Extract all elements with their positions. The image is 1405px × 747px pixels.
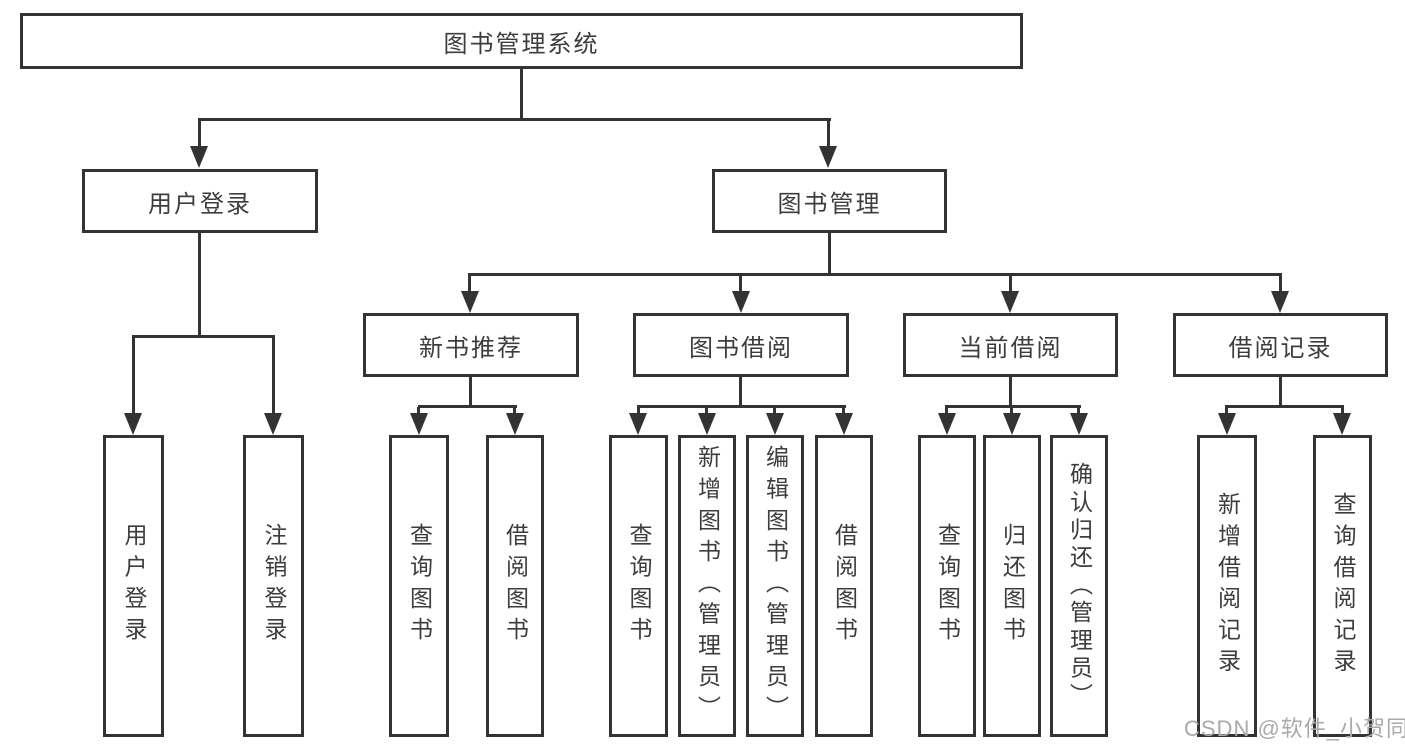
edge-user-login-stem [198, 233, 201, 337]
node-edit-books-admin-label: 编辑图书（管理员） [762, 445, 789, 727]
node-current-borrowing-label: 当前借阅 [958, 334, 1063, 362]
arrowhead-borrow-records-icon [1271, 291, 1289, 313]
node-logout-action-label: 注销登录 [261, 523, 287, 649]
edge-stub-borrow-books-borrow [842, 407, 845, 415]
arrowhead-confirm-return-admin-icon [1070, 413, 1088, 435]
edge-book-borrowing-bar [637, 405, 846, 408]
arrowhead-return-books-icon [1003, 413, 1021, 435]
node-query-books-borrow: 查询图书 [609, 435, 668, 737]
edge-borrow-records-bar [1225, 405, 1344, 408]
edge-borrow-records-stem [1279, 377, 1282, 407]
node-current-borrowing: 当前借阅 [903, 313, 1118, 377]
edge-level3-bar [468, 273, 1282, 276]
edge-stub-current-borrowing [1009, 275, 1012, 292]
arrowhead-query-books-current-icon [938, 413, 956, 435]
node-root-label: 图书管理系统 [443, 30, 600, 58]
node-query-books-current-label: 查询图书 [934, 523, 961, 649]
arrowhead-query-borrow-record-icon [1333, 413, 1351, 435]
arrowhead-current-borrowing-icon [1001, 291, 1019, 313]
edge-new-book-recommend-bar [418, 405, 517, 408]
node-logout-action: 注销登录 [243, 435, 304, 737]
node-confirm-return-admin: 确认归还（管理员） [1050, 435, 1108, 737]
node-query-books-recommend-label: 查询图书 [406, 523, 433, 649]
edge-stub-query-books-current [945, 407, 948, 415]
node-book-borrowing-label: 图书借阅 [689, 334, 793, 362]
edge-stub-edit-books-admin [773, 407, 776, 415]
node-borrow-books-recommend-label: 借阅图书 [502, 523, 529, 649]
node-borrow-records-label: 借阅记录 [1228, 334, 1333, 362]
arrowhead-user-login-icon [190, 146, 208, 168]
node-add-borrow-record: 新增借阅记录 [1197, 435, 1257, 737]
edge-stub-query-borrow-record [1341, 407, 1344, 415]
node-borrow-books-borrow: 借阅图书 [815, 435, 873, 737]
edge-stub-query-books-recommend [417, 407, 420, 415]
edge-current-borrowing-stem [1009, 377, 1012, 407]
arrowhead-query-books-recommend-icon [410, 413, 428, 435]
edge-root-stem [520, 68, 523, 121]
edge-stub-new-book-recommend [468, 275, 471, 292]
edge-user-login-bar [132, 335, 275, 338]
node-query-borrow-record-label: 查询借阅记录 [1330, 492, 1356, 680]
edge-new-book-recommend-stem [469, 377, 472, 407]
node-login-action-label: 用户登录 [121, 523, 147, 649]
arrowhead-borrow-books-borrow-icon [835, 413, 853, 435]
arrowhead-add-borrow-record-icon [1218, 413, 1236, 435]
edge-current-borrowing-bar [945, 405, 1081, 408]
edge-stub-book-borrowing [739, 275, 742, 292]
node-user-login-label: 用户登录 [148, 190, 252, 218]
csdn-watermark: CSDN @软件_小贺同学 [1184, 716, 1405, 741]
node-add-books-admin-label: 新增图书（管理员） [694, 445, 721, 727]
edge-stub-login-action [132, 337, 135, 415]
node-login-action: 用户登录 [103, 435, 164, 737]
edge-stub-add-books-admin [705, 407, 708, 415]
edge-stub-borrow-records [1279, 275, 1282, 292]
node-new-book-recommend: 新书推荐 [363, 313, 579, 377]
node-book-borrowing: 图书借阅 [633, 313, 849, 377]
node-query-books-current: 查询图书 [918, 435, 976, 737]
node-add-borrow-record-label: 新增借阅记录 [1214, 492, 1241, 680]
edge-stub-return-books [1010, 407, 1013, 415]
arrowhead-edit-books-admin-icon [766, 413, 784, 435]
node-borrow-books-borrow-label: 借阅图书 [831, 523, 858, 649]
node-return-books-label: 归还图书 [999, 523, 1026, 649]
edge-stub-user-login [198, 120, 201, 148]
edge-level1-bar [198, 118, 831, 121]
arrowhead-new-book-recommend-icon [461, 291, 479, 313]
edge-stub-book-management [827, 120, 830, 148]
arrowhead-book-management-icon [819, 146, 837, 168]
edge-stub-borrow-books-recommend [513, 407, 516, 415]
arrowhead-add-books-admin-icon [698, 413, 716, 435]
node-user-login: 用户登录 [82, 169, 318, 233]
arrowhead-query-books-borrow-icon [629, 413, 647, 435]
node-query-borrow-record: 查询借阅记录 [1313, 435, 1372, 737]
node-new-book-recommend-label: 新书推荐 [419, 334, 523, 362]
edge-book-borrowing-stem [739, 377, 742, 407]
arrowhead-borrow-books-recommend-icon [506, 413, 524, 435]
node-edit-books-admin: 编辑图书（管理员） [746, 435, 804, 737]
arrowhead-book-borrowing-icon [732, 291, 750, 313]
edge-stub-logout-action [272, 337, 275, 415]
node-borrow-records: 借阅记录 [1173, 313, 1388, 377]
node-root: 图书管理系统 [20, 13, 1023, 69]
node-borrow-books-recommend: 借阅图书 [486, 435, 544, 737]
node-return-books: 归还图书 [983, 435, 1041, 737]
node-query-books-recommend: 查询图书 [389, 435, 449, 737]
edge-stub-add-borrow-record [1225, 407, 1228, 415]
arrowhead-logout-action-icon [264, 413, 282, 435]
edge-stub-confirm-return-admin [1077, 407, 1080, 415]
node-confirm-return-admin-label: 确认归还（管理员） [1066, 461, 1093, 711]
edge-book-management-stem [828, 233, 831, 275]
node-book-management: 图书管理 [712, 169, 947, 233]
node-add-books-admin: 新增图书（管理员） [678, 435, 736, 737]
node-query-books-borrow-label: 查询图书 [626, 523, 652, 649]
arrowhead-login-action-icon [124, 413, 142, 435]
edge-stub-query-books-borrow [637, 407, 640, 415]
node-book-management-label: 图书管理 [777, 190, 882, 218]
